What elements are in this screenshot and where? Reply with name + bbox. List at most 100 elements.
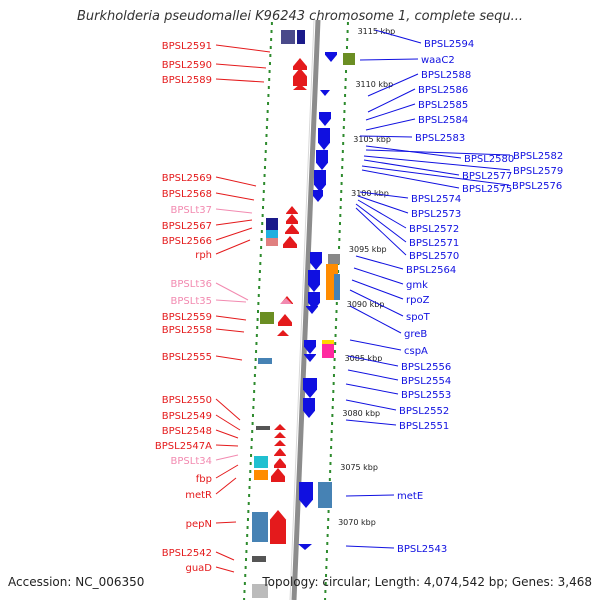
right-tick-track <box>334 342 337 345</box>
gene-label-left: guaD <box>185 563 212 574</box>
left-tick-track <box>268 78 271 81</box>
gene-label-right: BPSL2571 <box>409 238 459 249</box>
reverse-gene-arrow <box>298 544 312 550</box>
right-tick-track <box>326 534 329 537</box>
gene-label-left: BPSL2590 <box>162 60 212 71</box>
right-tick-track <box>338 238 341 241</box>
reverse-gene-arrow <box>314 170 326 192</box>
left-tick-track <box>261 222 264 225</box>
left-tick-track <box>258 270 261 273</box>
right-tick-track <box>332 390 335 393</box>
forward-gene-arrow <box>274 440 286 446</box>
gene-label-right: BPSL2582 <box>513 151 563 162</box>
right-tick-track <box>325 558 328 561</box>
gene-label-left: BPSL2555 <box>162 352 212 363</box>
right-tick-track <box>328 478 331 481</box>
gene-label-leader <box>215 414 241 431</box>
left-tick-track <box>254 358 257 361</box>
right-tick-track <box>334 326 337 329</box>
gene-label-leader <box>355 255 404 270</box>
kbp-scale-label: 3115 kbp <box>358 27 396 36</box>
gene-label-left: BPSL2589 <box>162 75 212 86</box>
gene-label-left: fbp <box>196 474 212 485</box>
gene-label-right: BPSL2584 <box>418 115 468 126</box>
accession-text: Accession: NC_006350 <box>8 575 145 589</box>
right-tick-track <box>346 22 349 25</box>
left-tick-track <box>255 350 258 353</box>
gene-label-leader <box>215 239 251 255</box>
left-tick-track <box>254 366 257 369</box>
reverse-gene-arrow <box>308 270 320 292</box>
feature-block <box>266 230 278 238</box>
left-tick-track <box>253 382 256 385</box>
gene-label-right: BPSL2583 <box>415 133 465 144</box>
gene-label-leader <box>359 191 409 199</box>
forward-gene-arrow <box>293 68 307 86</box>
gene-label-leader <box>215 63 267 69</box>
gene-label-left: BPSL2591 <box>162 41 212 52</box>
gene-label-left: BPSL2550 <box>162 395 212 406</box>
left-tick-track <box>262 190 265 193</box>
feature-block <box>252 556 266 562</box>
right-tick-track <box>341 166 344 169</box>
forward-gene-arrow <box>270 510 286 544</box>
right-tick-track <box>331 414 334 417</box>
gene-label-leader <box>365 103 416 121</box>
right-tick-track <box>345 70 348 73</box>
gene-label-left: BPSL2566 <box>162 236 212 247</box>
gene-label-leader <box>367 88 416 113</box>
gene-label-right: BPSL2573 <box>411 209 461 220</box>
genome-backbone-shadow <box>289 19 315 600</box>
forward-gene-arrow <box>286 206 298 214</box>
reverse-gene-arrow <box>303 398 315 418</box>
gene-label-leader <box>215 464 239 479</box>
right-tick-track <box>339 198 342 201</box>
reverse-gene-arrow <box>308 292 320 310</box>
forward-gene-arrow <box>283 236 297 248</box>
gene-label-left: rph <box>195 250 212 261</box>
right-tick-track <box>325 574 328 577</box>
right-tick-track <box>329 470 332 473</box>
right-tick-track <box>324 582 327 585</box>
gene-label-right: BPSL2554 <box>401 376 451 387</box>
gene-label-leader <box>215 477 237 495</box>
forward-gene-arrow <box>286 214 298 224</box>
gene-label-leader <box>345 383 399 395</box>
left-tick-track <box>262 206 265 209</box>
gene-label-left: BPSLt34 <box>171 456 212 467</box>
left-tick-track <box>250 438 253 441</box>
right-tick-track <box>337 270 340 273</box>
gene-label-leader <box>215 44 271 53</box>
left-tick-track <box>268 70 271 73</box>
right-tick-track <box>330 446 333 449</box>
gene-label-right: greB <box>404 329 427 340</box>
gene-label-right: BPSL2577 <box>462 171 512 182</box>
gene-label-right: BPSL2543 <box>397 544 447 555</box>
left-tick-track <box>260 230 263 233</box>
left-tick-track <box>253 390 256 393</box>
right-tick-track <box>334 334 337 337</box>
gene-label-leader <box>215 444 239 447</box>
left-tick-track <box>245 550 248 553</box>
left-tick-track <box>267 86 270 89</box>
forward-gene-arrow <box>274 458 286 468</box>
gene-label-right: rpoZ <box>406 295 430 306</box>
gene-label-leader <box>215 192 255 201</box>
left-tick-track <box>260 238 263 241</box>
right-tick-track <box>340 182 343 185</box>
left-tick-track <box>264 150 267 153</box>
left-tick-track <box>250 454 253 457</box>
gene-label-leader <box>353 267 404 285</box>
gene-label-left: BPSL2569 <box>162 173 212 184</box>
gene-label-left: metR <box>185 490 212 501</box>
reverse-gene-arrow <box>310 252 322 270</box>
left-tick-track <box>247 510 250 513</box>
right-tick-track <box>345 46 348 49</box>
forward-gene-arrow <box>293 58 307 70</box>
gene-label-leader <box>357 199 407 229</box>
forward-gene-arrow <box>274 432 286 438</box>
left-tick-track <box>267 102 270 105</box>
gene-label-leader <box>359 58 419 61</box>
gene-label-left: BPSLt35 <box>171 296 212 307</box>
